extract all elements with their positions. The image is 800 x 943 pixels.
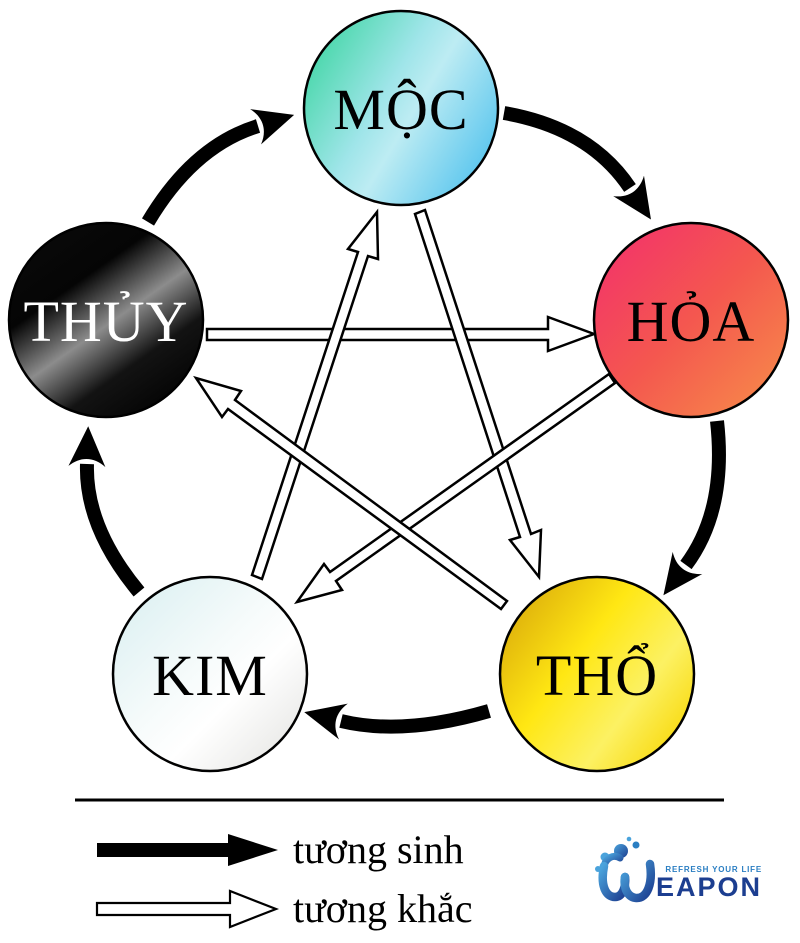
node-kim-circle bbox=[111, 575, 309, 773]
arrow-moc-to-tho bbox=[413, 208, 543, 581]
arrow-tho-to-kim bbox=[304, 703, 491, 740]
legend-label-tuong-khac: tương khắc bbox=[293, 886, 472, 931]
element-nodes: MỘC HỎA THỔ KIM THỦY bbox=[7, 9, 790, 773]
node-moc-label: MỘC bbox=[333, 77, 468, 142]
node-tho: THỔ bbox=[498, 575, 696, 773]
node-moc: MỘC bbox=[302, 9, 500, 207]
node-thuy-circle bbox=[7, 221, 205, 419]
arrow-hoa-to-tho bbox=[663, 420, 726, 596]
node-tho-label: THỔ bbox=[536, 643, 658, 708]
logo-tagline: REFRESH YOUR LIFE bbox=[665, 865, 762, 874]
arrow-kim-to-thuy bbox=[68, 426, 145, 597]
legend-item-tuong-sinh: tương sinh bbox=[97, 827, 464, 872]
node-thuy-label: THỦY bbox=[23, 289, 188, 354]
arrow-tho-to-thuy bbox=[193, 375, 509, 611]
node-hoa: HỎA bbox=[592, 221, 790, 419]
legend-outline-arrow-icon bbox=[95, 889, 280, 929]
node-hoa-label: HỎA bbox=[627, 289, 756, 354]
legend: tương sinh tương khắc bbox=[75, 798, 724, 931]
legend-solid-arrow-icon bbox=[97, 834, 278, 866]
node-thuy: THỦY bbox=[7, 221, 205, 419]
node-tho-circle bbox=[498, 575, 696, 773]
arrow-kim-to-moc bbox=[250, 208, 380, 581]
overcoming-arrows bbox=[193, 208, 617, 611]
arrow-thuy-to-moc bbox=[141, 109, 295, 226]
logo-water-w-icon bbox=[595, 836, 655, 903]
generating-arrows bbox=[68, 106, 726, 740]
logo-wordmark: EAPON bbox=[656, 872, 762, 902]
arrow-hoa-to-kim bbox=[293, 372, 617, 605]
weapon-logo: EAPON REFRESH YOUR LIFE bbox=[595, 836, 762, 903]
arrow-thuy-to-hoa bbox=[205, 315, 598, 353]
legend-item-tuong-khac: tương khắc bbox=[95, 886, 472, 931]
arrow-moc-to-hoa bbox=[502, 106, 651, 220]
legend-label-tuong-sinh: tương sinh bbox=[293, 827, 464, 872]
node-hoa-circle bbox=[592, 221, 790, 419]
node-kim-label: KIM bbox=[152, 643, 268, 708]
node-kim: KIM bbox=[111, 575, 309, 773]
node-moc-circle bbox=[302, 9, 500, 207]
